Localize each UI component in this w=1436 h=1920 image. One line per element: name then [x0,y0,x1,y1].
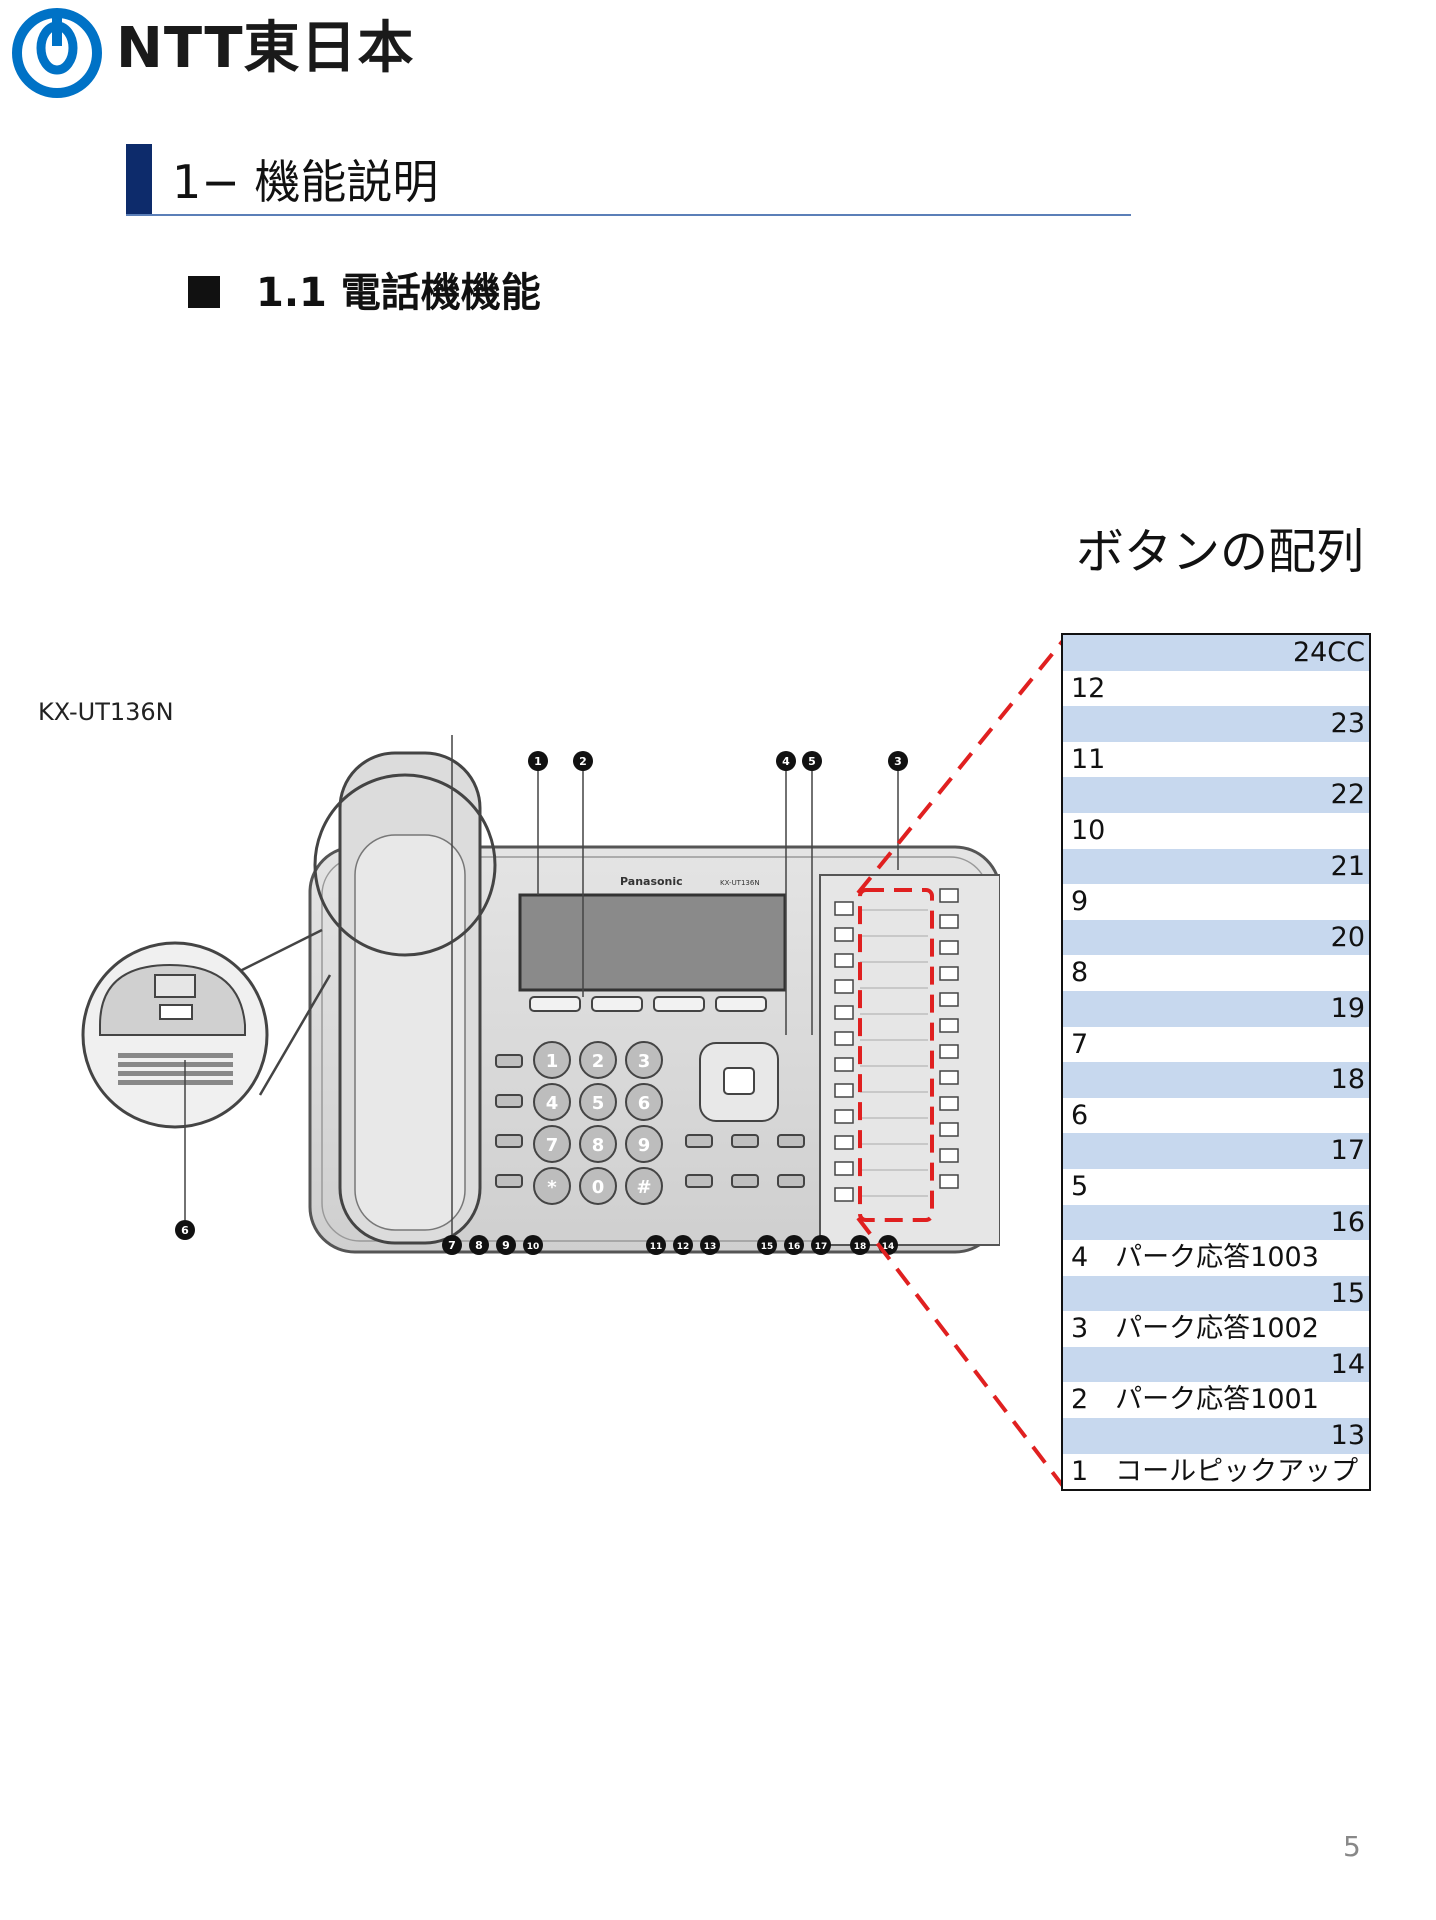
svg-text:7: 7 [448,1239,456,1252]
button-array-row: 4 パーク応答1003 [1063,1240,1369,1276]
svg-text:1: 1 [546,1051,559,1072]
svg-text:12: 12 [677,1242,690,1252]
button-array-row: 15 [1063,1275,1369,1312]
button-array-row: 3 パーク応答1002 [1063,1311,1369,1347]
svg-text:6: 6 [181,1224,189,1237]
brand-name: NTT東日本 [116,16,415,81]
svg-text:17: 17 [815,1242,828,1252]
section-title: 1− 機能説明 [172,155,439,209]
button-array-row: 14 [1063,1346,1369,1383]
svg-text:14: 14 [882,1242,895,1252]
button-array-row: 7 [1063,1026,1369,1063]
button-array-row: 19 [1063,990,1369,1027]
svg-text:4: 4 [782,755,790,768]
svg-text:8: 8 [592,1135,605,1156]
button-array-title: ボタンの配列 [1076,524,1365,580]
svg-text:*: * [547,1177,557,1198]
svg-text:3: 3 [638,1051,651,1072]
svg-text:5: 5 [808,755,816,768]
button-array-row: 1 コールピックアップ [1063,1453,1369,1490]
svg-text:10: 10 [527,1242,540,1252]
button-array-row: 23 [1063,706,1369,742]
square-bullet-icon [188,276,220,308]
svg-text:4: 4 [546,1093,559,1114]
svg-text:2: 2 [592,1051,605,1072]
button-array-row: 18 [1063,1062,1369,1098]
svg-text:9: 9 [638,1135,651,1156]
button-array-row: 6 [1063,1097,1369,1134]
svg-text:18: 18 [854,1242,867,1252]
section-accent-bar [126,144,152,216]
section-underline [126,214,1131,216]
phone-model-label: KX-UT136N [38,698,174,726]
svg-text:8: 8 [475,1239,483,1252]
svg-text:2: 2 [579,755,587,768]
button-array-row: 16 [1063,1204,1369,1241]
svg-text:3: 3 [894,755,902,768]
phone-brand-text: Panasonic [620,875,683,888]
svg-text:5: 5 [592,1093,605,1114]
subsection-title: 1.1 電話機機能 [188,265,541,321]
svg-text:15: 15 [761,1242,774,1252]
svg-text:#: # [636,1177,651,1198]
svg-text:7: 7 [546,1135,559,1156]
subsection-title-text: 1.1 電話機機能 [256,270,541,316]
page-number: 5 [1343,1830,1361,1863]
button-array-row: 24CC [1063,635,1369,671]
button-array-row: 21 [1063,848,1369,885]
button-array-row: 8 [1063,955,1369,991]
button-array-row: 9 [1063,884,1369,920]
ntt-logo-icon [12,8,102,98]
button-array-row: 5 [1063,1168,1369,1205]
svg-text:13: 13 [704,1242,717,1252]
button-array-row: 17 [1063,1133,1369,1169]
svg-text:1: 1 [534,755,542,768]
button-array-row: 12 [1063,670,1369,707]
lcd-display [518,893,787,992]
svg-text:9: 9 [502,1239,510,1252]
button-array-row: 13 [1063,1418,1369,1454]
svg-text:16: 16 [788,1242,801,1252]
button-array-row: 20 [1063,919,1369,956]
button-array-row: 10 [1063,812,1369,849]
button-array-row: 11 [1063,741,1369,778]
button-array-row: 2 パーク応答1001 [1063,1382,1369,1419]
svg-text:11: 11 [650,1242,663,1252]
phone-model-text: KX-UT136N [720,879,760,887]
button-array-row: 22 [1063,777,1369,813]
svg-text:0: 0 [592,1177,605,1198]
svg-text:6: 6 [638,1093,651,1114]
